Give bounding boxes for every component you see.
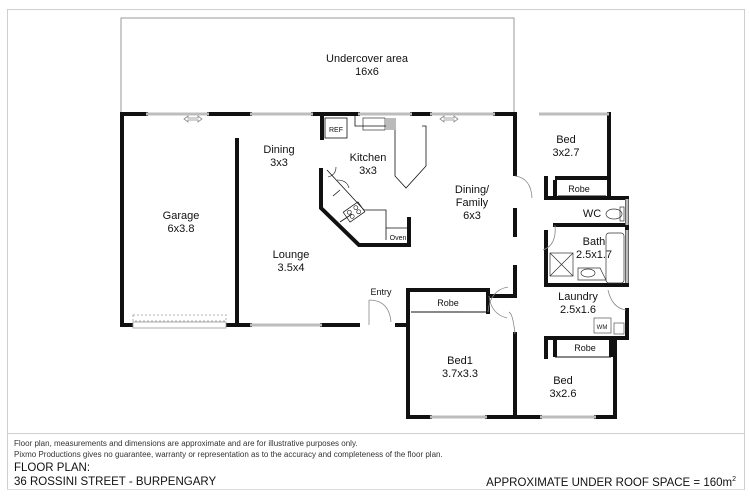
room-entry: Entry xyxy=(370,287,392,297)
room-bath: Bath 2.5x1.7 xyxy=(575,236,613,261)
door-swings xyxy=(368,175,627,335)
room-dining: Dining 3x3 xyxy=(263,144,295,169)
room-wc: WC xyxy=(582,208,602,220)
property-address: 36 ROSSINI STREET - BURPENGARY xyxy=(14,476,217,488)
under-roof-area: APPROXIMATE UNDER ROOF SPACE = 160m2 xyxy=(486,476,736,489)
room-robe-top: Robe xyxy=(568,184,590,194)
bath-fixtures xyxy=(549,232,625,284)
room-robe-bed1: Robe xyxy=(437,298,459,308)
room-dining-family: Dining/ Family 6x3 xyxy=(454,184,490,222)
kitchen-benches xyxy=(319,114,427,247)
floor-plan-title: FLOOR PLAN: xyxy=(14,462,91,474)
fixture-ref-label: REF xyxy=(329,127,343,134)
room-bed-top: Bed 3x2.7 xyxy=(552,134,580,159)
footer-divider xyxy=(7,433,744,434)
undercover-outline xyxy=(120,17,515,114)
plan-frame xyxy=(7,9,745,490)
fixture-wm-label: WM xyxy=(596,325,608,331)
exterior-walls xyxy=(120,112,629,419)
fixture-oven-label: Oven xyxy=(389,235,407,242)
sliding-door-arrows xyxy=(183,115,459,123)
room-kitchen: Kitchen 3x3 xyxy=(349,152,387,177)
room-undercover: Undercover area 16x6 xyxy=(326,53,408,78)
room-bed-bottom: Bed 3x2.6 xyxy=(549,375,577,400)
room-garage: Garage 6x3.8 xyxy=(162,210,200,235)
disclaimer-line1: Floor plan, measurements and dimensions … xyxy=(14,439,358,448)
room-laundry: Laundry 2.5x1.6 xyxy=(558,291,598,316)
windows xyxy=(146,112,629,419)
toilet-fixture xyxy=(605,206,625,222)
disclaimer-line2: Pixmo Productions gives no guarantee, wa… xyxy=(14,450,443,459)
robes xyxy=(411,176,613,358)
footer-bottom-border xyxy=(7,489,744,490)
room-lounge: Lounge 3.5x4 xyxy=(272,249,310,274)
room-robe-laundry: Robe xyxy=(574,343,596,353)
room-bed1: Bed1 3.7x3.3 xyxy=(441,355,479,380)
